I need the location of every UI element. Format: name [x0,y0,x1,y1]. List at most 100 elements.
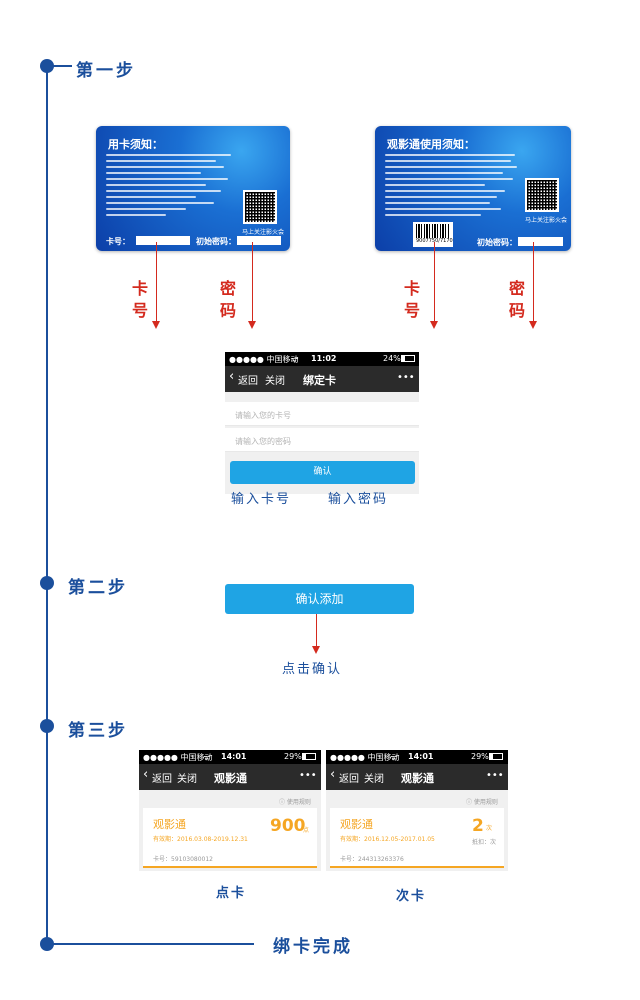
page-title: 观影通 [401,772,434,785]
card-name: 观影通 [340,818,373,831]
status-time: 11:02 [311,354,337,363]
arrow-line [533,242,534,322]
done-title: 绑卡完成 [273,937,353,957]
card1-card-no-field [136,236,190,245]
arrow-line [316,614,317,648]
card1-instructions [106,154,236,220]
caption-input-card: 输入卡号 [231,492,292,507]
timeline-connector-step1 [52,65,72,67]
card1-qr-caption: 马上关注影火会 [242,229,285,236]
wifi-icon: ᯤ [390,753,398,762]
card-front-2: 观影通使用须知： 马上关注影火会 9007750/7170 初始密码： [375,126,571,251]
wifi-icon: ᯤ [291,355,299,364]
back-button[interactable]: 返回 [339,774,359,785]
arrow-line [156,242,157,322]
card-balance-unit: 点 [303,827,310,834]
card-balance-unit: 次 [486,825,493,832]
carrier-label: ●●●●● 中国移动 [330,753,400,762]
back-button[interactable]: 返回 [152,774,172,785]
arrow-line [434,242,435,322]
arrow-down-icon [312,646,320,654]
card-balance: 2 [472,816,484,836]
arrow-label-password-2: 密码 [508,279,525,320]
card1-password-label: 初始密码： [196,237,236,246]
usage-rules-link[interactable]: ⓘ 使用规则 [279,799,311,806]
card2-qr-caption: 马上关注影火会 [525,217,568,224]
carrier-label: ●●●●● 中国移动 [229,355,299,364]
card-number: 卡号：59103080012 [153,856,213,863]
count-card-screen: ●●●●● 中国移动 ᯤ 14:01 29% ‹ 返回 关闭 观影通 ••• ⓘ… [326,750,508,871]
card2-barcode-number: 9007750/7170 [416,238,453,244]
arrow-down-icon [529,321,537,329]
status-bar: ●●●●● 中国移动 ᯤ 14:01 29% [139,750,321,764]
timeline-dot-step2 [40,576,54,590]
bind-card-screen: ●●●●● 中国移动 ᯤ 11:02 24% ‹ 返回 关闭 绑定卡 ••• 请… [225,352,419,494]
usage-rules-link[interactable]: ⓘ 使用规则 [466,799,498,806]
arrow-label-card-no-2: 卡号 [403,279,420,320]
card-number-input[interactable]: 请输入您的卡号 [225,402,419,426]
step1-title: 第一步 [76,61,136,81]
more-icon[interactable]: ••• [299,770,317,781]
back-chevron-icon[interactable]: ‹ [330,767,336,782]
more-icon[interactable]: ••• [397,372,415,383]
card-name: 观影通 [153,818,186,831]
caption-click-confirm: 点击确认 [282,662,343,677]
page-title: 观影通 [214,772,247,785]
card-validity: 有效期：2016.03.08-2019.12.31 [153,836,248,843]
card1-title: 用卡须知： [108,138,163,151]
membership-card[interactable]: 观影通 有效期：2016.03.08-2019.12.31 900 点 卡号：5… [143,808,317,868]
card-validity: 有效期：2016.12.05-2017.01.05 [340,836,435,843]
step3-title: 第三步 [68,721,128,741]
battery-percent: 29% [284,752,302,761]
membership-card[interactable]: 观影通 有效期：2016.12.05-2017.01.05 2 次 抵扣：次 卡… [330,808,504,868]
battery-icon [401,355,415,362]
arrow-down-icon [430,321,438,329]
qr-code-icon [243,190,277,224]
timeline-dot-step1 [40,59,54,73]
confirm-button[interactable]: 确认 [230,461,415,484]
nav-bar: ‹ 返回 关闭 观影通 ••• [326,764,508,790]
more-icon[interactable]: ••• [486,770,504,781]
battery-percent: 29% [471,752,489,761]
wifi-icon: ᯤ [203,753,211,762]
timeline-dot-done [40,937,54,951]
status-time: 14:01 [221,752,247,761]
status-bar: ●●●●● 中国移动 ᯤ 14:01 29% [326,750,508,764]
label-point-card: 点卡 [216,886,247,901]
close-button[interactable]: 关闭 [265,376,285,387]
arrow-label-password-1: 密码 [219,279,236,320]
barcode-icon: 9007750/7170 [413,222,453,247]
timeline-connector-done [52,943,254,945]
card2-instructions [385,154,517,220]
timeline-dot-step3 [40,719,54,733]
battery-icon [489,753,503,760]
confirm-add-button[interactable]: 确认添加 [225,584,414,614]
arrow-down-icon [248,321,256,329]
card2-title: 观影通使用须知： [387,138,475,151]
battery-icon [302,753,316,760]
card-balance: 900 [270,816,306,836]
caption-input-password: 输入密码 [328,492,389,507]
back-chevron-icon[interactable]: ‹ [229,369,235,384]
nav-bar: ‹ 返回 关闭 绑定卡 ••• [225,366,419,392]
card2-password-label: 初始密码： [477,238,517,247]
step2-title: 第二步 [68,578,128,598]
status-bar: ●●●●● 中国移动 ᯤ 11:02 24% [225,352,419,366]
back-chevron-icon[interactable]: ‹ [143,767,149,782]
card2-password-field [518,237,563,246]
card-deduction: 抵扣：次 [472,839,497,846]
card1-card-no-label: 卡号： [106,237,130,246]
card1-password-field [237,236,281,245]
close-button[interactable]: 关闭 [364,774,384,785]
card-accent-bar [143,866,317,868]
card-front-1: 用卡须知： 马上关注影火会 卡号： 初始密码： [96,126,290,251]
arrow-label-card-no-1: 卡号 [131,279,148,320]
password-input[interactable]: 请输入您的密码 [225,428,419,452]
arrow-down-icon [152,321,160,329]
close-button[interactable]: 关闭 [177,774,197,785]
battery-percent: 24% [383,354,401,363]
back-button[interactable]: 返回 [238,376,258,387]
card-accent-bar [330,866,504,868]
status-time: 14:01 [408,752,434,761]
qr-code-icon [525,178,559,212]
